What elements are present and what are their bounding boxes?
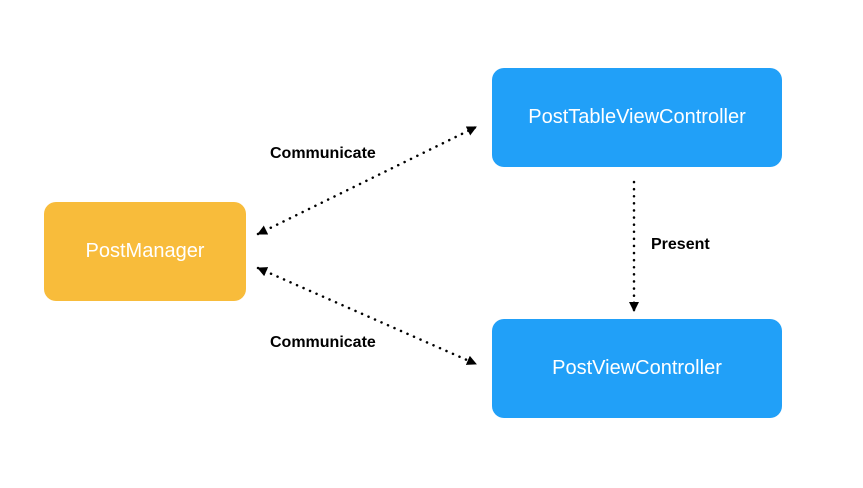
node-post-table-view-controller-label: PostTableViewController	[528, 106, 746, 128]
edge-label-present: Present	[651, 236, 710, 253]
edge-label-communicate-bottom: Communicate	[270, 334, 376, 351]
node-post-view-controller: PostViewController	[492, 319, 782, 418]
edge-manager-table	[256, 125, 478, 236]
node-post-manager: PostManager	[44, 202, 246, 301]
node-post-table-view-controller: PostTableViewController	[492, 68, 782, 167]
node-post-manager-label: PostManager	[85, 240, 205, 262]
edge-label-communicate-top: Communicate	[270, 145, 376, 162]
node-post-view-controller-label: PostViewController	[552, 357, 722, 379]
edge-manager-view	[256, 266, 478, 366]
